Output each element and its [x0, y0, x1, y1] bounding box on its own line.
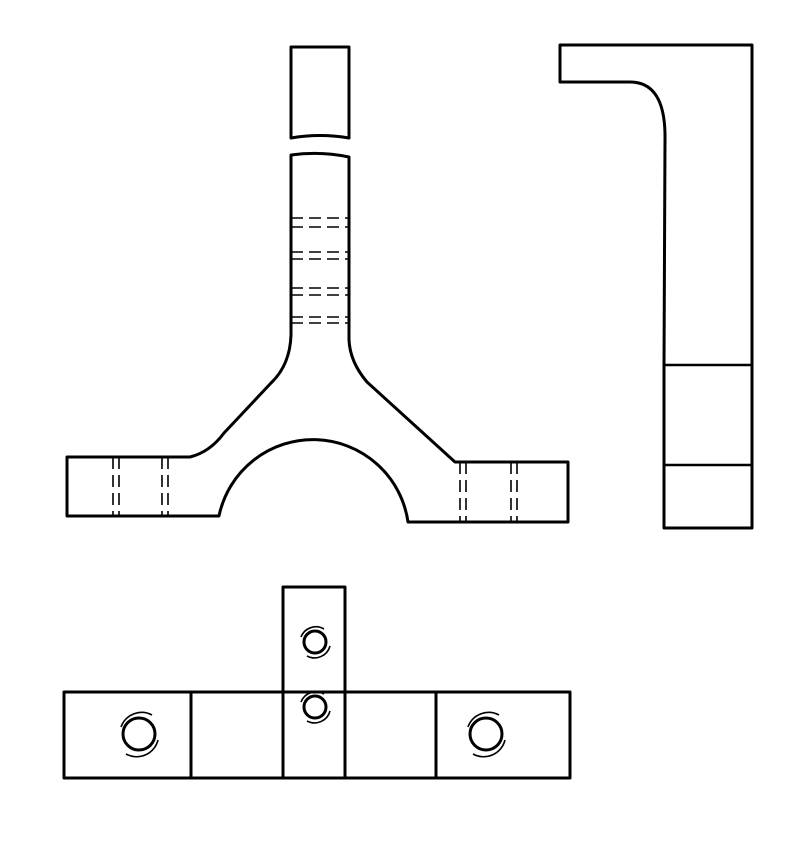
front-view — [65, 45, 570, 524]
side-view — [558, 43, 754, 530]
left-foot-hidden-hole — [112, 457, 169, 516]
stem-tab — [281, 585, 347, 780]
upper-stem-hole — [300, 626, 331, 659]
base-bar — [62, 690, 572, 780]
right-base-hole — [467, 711, 506, 758]
lower-stem-hole — [300, 691, 331, 724]
bracket-outline — [65, 151, 570, 524]
right-foot-hidden-hole — [459, 462, 518, 522]
top-view — [62, 585, 572, 780]
stem-hidden-holes — [291, 217, 349, 324]
stem-upper-break-piece — [289, 45, 351, 140]
side-profile-outline — [558, 43, 754, 530]
left-base-hole — [120, 711, 159, 758]
